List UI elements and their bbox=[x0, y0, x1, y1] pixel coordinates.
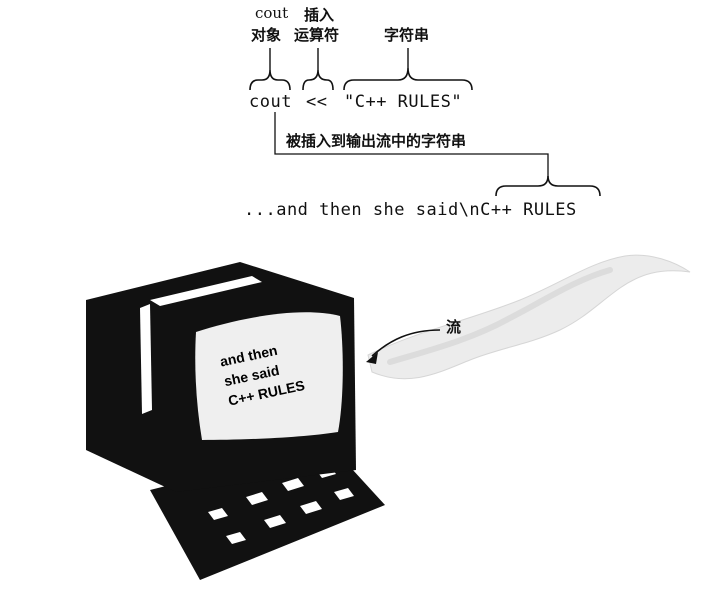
monitor-edge bbox=[140, 304, 152, 414]
label-object: 对象 bbox=[251, 26, 282, 44]
monitor-bevel bbox=[150, 276, 262, 306]
label-inserted-string: 被插入到输出流中的字符串 bbox=[286, 132, 467, 150]
brace-output bbox=[495, 175, 601, 197]
connector-line bbox=[274, 112, 549, 180]
label-stream: 流 bbox=[446, 318, 462, 336]
code-cout: cout bbox=[249, 92, 292, 112]
code-literal: "C++ RULES" bbox=[344, 92, 463, 112]
brace-operator bbox=[302, 69, 334, 91]
label-operator: 运算符 bbox=[294, 26, 340, 44]
stream-arrow-head bbox=[366, 352, 378, 364]
brace-string bbox=[343, 67, 473, 91]
label-cout-word: cout bbox=[255, 4, 289, 22]
computer-illustration bbox=[86, 262, 385, 580]
monitor-screen bbox=[195, 312, 343, 440]
stream-smoke bbox=[367, 254, 691, 380]
output-line: ...and then she said\nC++ RULES bbox=[244, 200, 577, 220]
stream-smoke-texture bbox=[387, 267, 613, 365]
stream-arrow bbox=[371, 329, 441, 357]
label-string: 字符串 bbox=[384, 26, 430, 44]
keyboard-keys bbox=[208, 466, 354, 544]
code-operator: << bbox=[306, 92, 328, 112]
label-insert: 插入 bbox=[304, 6, 335, 24]
brace-cout bbox=[249, 69, 291, 91]
